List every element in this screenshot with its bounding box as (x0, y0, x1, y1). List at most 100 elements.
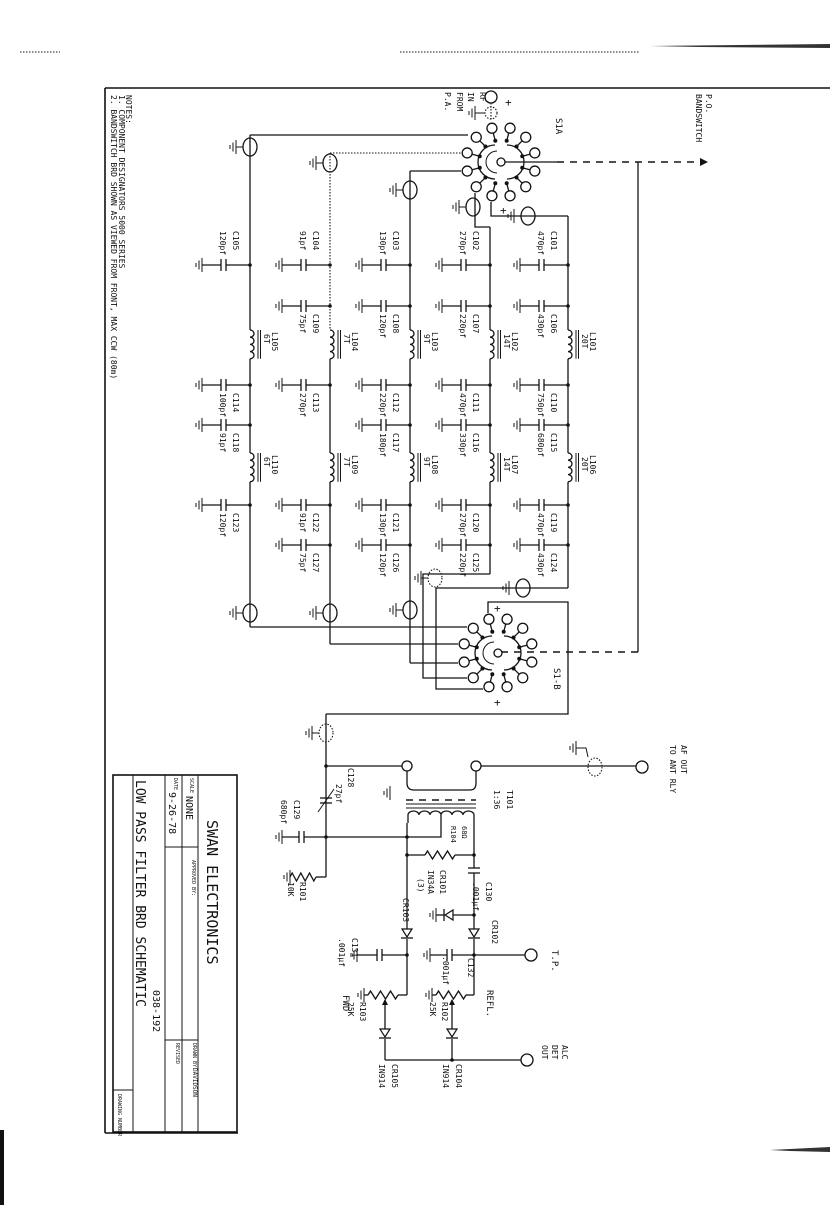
scale-label: SCALE (188, 778, 194, 793)
switch-s1b-arrow-icon (511, 635, 516, 640)
capacitor-ref-label: C124 (549, 553, 558, 572)
capacitor-ref-label: C111 (471, 393, 480, 412)
switch-s1a-arrow-icon (483, 144, 488, 149)
inductor-l107 (489, 452, 495, 483)
potentiometer-r103 (367, 989, 399, 1001)
switch-s1a-contact (486, 122, 498, 134)
c129-ref-label: C129 (292, 800, 301, 819)
coax-ground-lead (576, 747, 589, 758)
capacitor-value-label: 220pf (458, 314, 467, 338)
cr101-qty-label: (3) (416, 878, 425, 892)
inductor-turns-label: 20T (580, 457, 589, 472)
resistor-r101 (289, 871, 317, 883)
capacitor-ref-label: C118 (231, 433, 240, 452)
switch-s1b-arrow-icon (490, 672, 495, 677)
switch-s1b-arrow-icon (474, 645, 479, 650)
rf-in-label: P.A. (443, 92, 452, 111)
capacitor-ref-label: C110 (549, 393, 558, 412)
inductor-turns-label: 6T (262, 457, 271, 467)
capacitor-value-label: 130pf (378, 513, 387, 537)
scale-value: NONE (183, 796, 194, 820)
r103-value-label: 25K (346, 1002, 355, 1017)
junction-dot (408, 383, 412, 387)
capacitor-value-label: 470pf (536, 231, 545, 255)
scan-edge-bar (0, 1130, 4, 1205)
t101-terminal (401, 760, 413, 772)
capacitor-value-label: 91pf (218, 433, 227, 452)
inductor-l103 (409, 329, 415, 360)
switch-s1a-rotor-inner (485, 150, 498, 174)
cr104-ref-label: CR104 (454, 1064, 463, 1088)
refl-label: REFL. (484, 990, 494, 1017)
drawn-by-value: DAVIDSON (191, 1068, 198, 1097)
inductor-ref-label: L106 (588, 455, 597, 474)
capacitor-ref-label: C108 (391, 314, 400, 333)
switch-s1a-contact (470, 181, 482, 193)
capacitor-ref-label: C127 (311, 553, 320, 572)
capacitor-value-label: 270pf (298, 393, 307, 417)
switch-s1b-contact (517, 622, 529, 634)
junction-dot (566, 503, 570, 507)
switch-s1b-arrow-icon (501, 629, 506, 634)
switch-s1a-contact (529, 147, 541, 159)
capacitor-value-label: 120pf (218, 513, 227, 537)
junction-dot (488, 543, 492, 547)
drawn-by-label: DRAWN BY: (191, 1043, 197, 1070)
notes-heading: NOTES: (124, 95, 133, 124)
switch-s1a-arrow-icon (477, 154, 482, 159)
junction-dot (566, 263, 570, 267)
switch-s1b-arrow-icon (474, 656, 479, 661)
junction-dot (405, 835, 409, 839)
r101-ref-label: R101 (298, 882, 307, 901)
wire (435, 587, 568, 690)
capacitor-value-label: 270pf (458, 231, 467, 255)
inductor-turns-label: 20T (580, 334, 589, 349)
capacitor-value-label: 91pf (298, 513, 307, 532)
switch-s1a-contact (504, 190, 516, 202)
coax-shield-icon (587, 757, 603, 777)
coax-shield-icon (427, 568, 443, 588)
test-point-connector (524, 948, 538, 962)
switch-s1b-contact (501, 613, 513, 625)
switch-s1a-arrow-icon (477, 165, 482, 170)
capacitor-value-label: 470pf (536, 513, 545, 537)
switch-s1a-arrow-icon (514, 144, 519, 149)
rf-in-label: IN (466, 92, 475, 102)
switch-s1a-arrow-icon (520, 165, 525, 170)
scan-artifact (770, 1147, 830, 1152)
revised-label: REVISED (174, 1043, 180, 1064)
capacitor-value-label: 330pf (458, 433, 467, 457)
switch-s1a-contact (520, 131, 532, 143)
switch-s1b-contact (526, 656, 538, 668)
c132-ref-label: C132 (466, 958, 475, 977)
cr105-value-label: IN914 (377, 1064, 386, 1088)
capacitor-value-label: 430pf (536, 314, 545, 338)
cr101-value-label: IN34A (426, 870, 435, 894)
junction-dot (488, 383, 492, 387)
potentiometer-r102 (435, 989, 467, 1001)
junction-dot (408, 543, 412, 547)
inductor-l102 (489, 329, 495, 360)
junction-dot (405, 953, 409, 957)
capacitor-ref-label: C116 (471, 433, 480, 452)
switch-s1b-contact (467, 622, 479, 634)
junction-dot (248, 503, 252, 507)
capacitor-value-label: 430pf (536, 553, 545, 577)
capacitor-ref-label: C117 (391, 433, 400, 452)
switch-s1a-contact (470, 131, 482, 143)
capacitor-value-label: 470pf (458, 393, 467, 417)
capacitor-ref-label: C109 (311, 314, 320, 333)
junction-dot (566, 543, 570, 547)
c129-value-label: 680pf (279, 800, 288, 824)
switch-s1a-rotor-left (477, 144, 496, 180)
inductor-ref-label: L104 (350, 332, 359, 351)
cr105-ref-label: CR105 (390, 1064, 399, 1088)
inductor-l109 (329, 452, 335, 483)
inductor-ref-label: L101 (588, 332, 597, 351)
capacitor-value-label: 180pf (378, 433, 387, 457)
switch-s1b-arrow-icon (511, 666, 516, 671)
inductor-turns-label: 9T (422, 334, 431, 344)
inductor-turns-label: 9T (422, 457, 431, 467)
